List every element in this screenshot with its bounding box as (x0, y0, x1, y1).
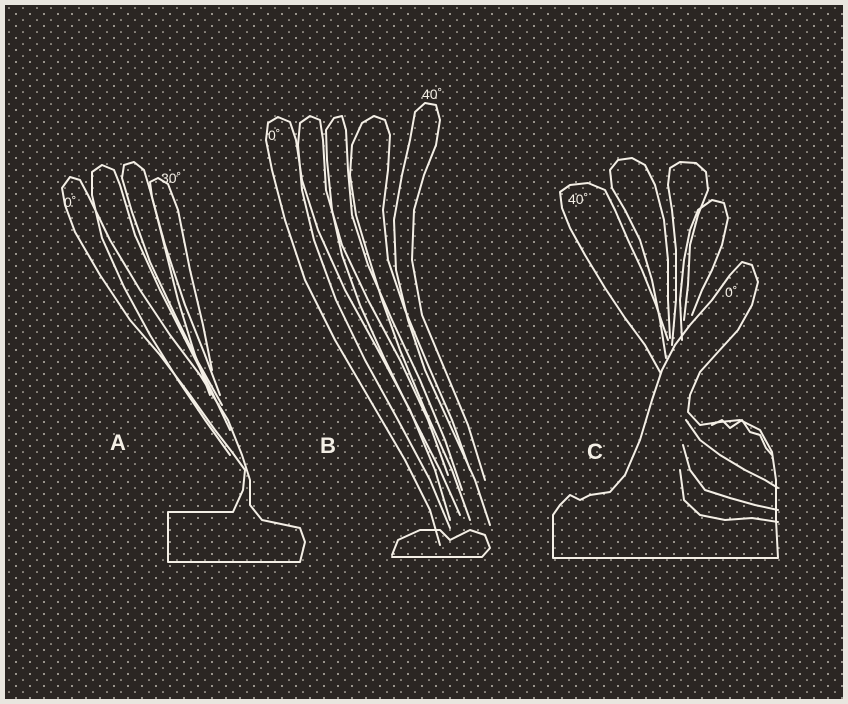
panel-b-angle-start-label: 0˚ (268, 127, 280, 143)
panel-c-angle-start-label: 40˚ (568, 191, 588, 207)
panel-a-angle-end-label: 30˚ (161, 170, 181, 186)
panel-c-angle-end-label: 0˚ (725, 284, 737, 300)
panel-c-label: C (587, 439, 603, 464)
panel-a-label: A (110, 430, 126, 455)
panel-a-angle-start-label: 0˚ (64, 194, 76, 210)
panel-b-label: B (320, 433, 336, 458)
panel-b-angle-end-label: 40˚ (422, 86, 442, 102)
